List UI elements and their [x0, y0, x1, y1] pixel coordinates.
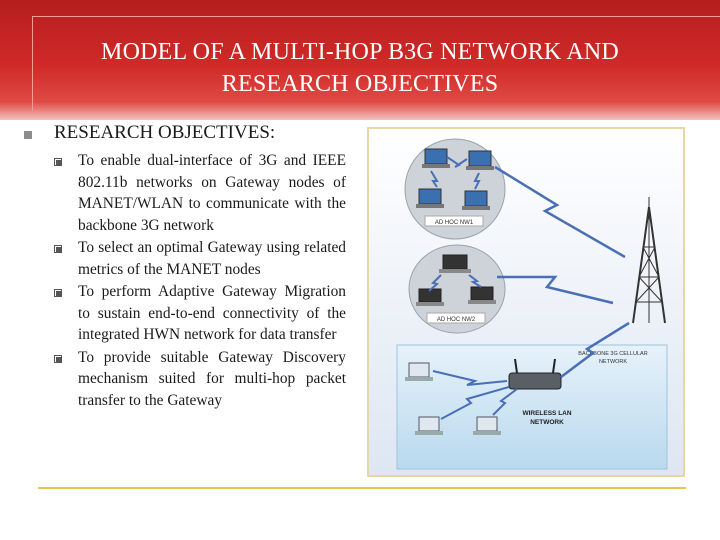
objective-text: To select an optimal Gateway using relat…	[78, 239, 346, 278]
slide-title-line-2: RESEARCH OBJECTIVES	[221, 71, 499, 97]
adhoc2-label: AD HOC NW2	[437, 317, 476, 323]
objective-text: To perform Adaptive Gateway Migration to…	[78, 283, 346, 343]
backbone-label-line-2: NETWORK	[599, 359, 627, 365]
laptop-icon	[416, 288, 444, 306]
link-router-tower	[560, 321, 630, 378]
objective-item: To perform Adaptive Gateway Migration to…	[50, 281, 346, 346]
objective-item: To select an optimal Gateway using relat…	[50, 237, 346, 280]
slide-title-line-1: MODEL OF A MULTI-HOP B3G NETWORK AND	[101, 39, 619, 65]
title-banner: MODEL OF A MULTI-HOP B3G NETWORK AND RES…	[0, 0, 720, 120]
laptop-icon	[422, 148, 450, 168]
wlan-label-line-2: NETWORK	[530, 419, 564, 426]
network-diagram: AD HOC NW1 AD HOC NW2	[367, 127, 685, 477]
link-nw2-tower	[497, 275, 614, 305]
router-icon	[508, 358, 562, 390]
square-bullet-icon	[24, 131, 32, 139]
objective-item: To provide suitable Gateway Discovery me…	[50, 347, 346, 412]
objective-text: To provide suitable Gateway Discovery me…	[78, 348, 346, 409]
checkbox-bullet-icon	[54, 354, 62, 363]
checkbox-bullet-icon	[54, 245, 62, 253]
cell-tower-icon	[632, 197, 666, 324]
laptop-icon	[405, 362, 433, 381]
slide-title: MODEL OF A MULTI-HOP B3G NETWORK AND RES…	[40, 36, 680, 100]
link-nw1-tower	[494, 165, 626, 259]
banner-left-rule	[32, 16, 33, 111]
adhoc1-label: AD HOC NW1	[435, 220, 474, 226]
laptop-icon	[462, 190, 490, 210]
link-wlan-laptop	[492, 388, 518, 416]
laptop-icon	[473, 416, 501, 435]
adhoc1-label-box	[424, 215, 484, 227]
laptop-icon	[416, 188, 444, 208]
adhoc-network-1: AD HOC NW1	[404, 138, 506, 240]
adhoc-network-2: AD HOC NW2	[408, 244, 506, 334]
link-wlan-laptop	[432, 370, 508, 386]
footer-rule	[38, 487, 686, 489]
laptop-icon	[415, 416, 443, 435]
wlan-area	[396, 344, 668, 470]
laptop-icon	[466, 150, 494, 170]
laptop-icon	[439, 254, 471, 273]
objective-text: To enable dual-interface of 3G and IEEE …	[78, 152, 346, 234]
backbone-label-line-1: BACKBONE 3G CELLULAR	[578, 351, 647, 357]
laptop-icon	[468, 286, 496, 304]
objective-item: To enable dual-interface of 3G and IEEE …	[50, 150, 346, 236]
checkbox-bullet-icon	[54, 289, 62, 297]
checkbox-bullet-icon	[54, 158, 62, 166]
wlan-label-line-1: WIRELESS LAN	[522, 410, 571, 417]
objectives-heading: RESEARCH OBJECTIVES:	[54, 122, 276, 143]
adhoc2-label-box	[426, 312, 486, 324]
objectives-list: To enable dual-interface of 3G and IEEE …	[50, 150, 346, 412]
banner-divider	[32, 16, 720, 17]
link-wlan-laptop	[440, 386, 510, 420]
